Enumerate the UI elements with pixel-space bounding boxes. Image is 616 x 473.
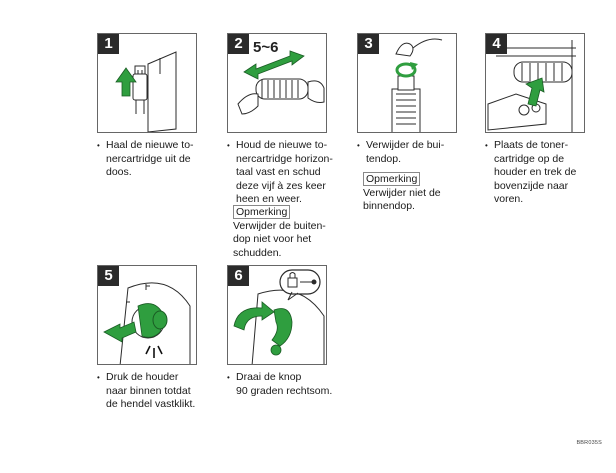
bullet: • xyxy=(97,141,100,150)
step-4-illustration: 4 xyxy=(485,33,585,133)
step-number: 4 xyxy=(486,34,507,54)
shake-count-label: 5~6 xyxy=(253,39,279,56)
bullet: • xyxy=(97,373,100,382)
step-4-text: Plaats de toner- cartridge op de houder … xyxy=(494,139,577,205)
bullet: • xyxy=(485,141,488,150)
step-2-illustration: 2 5~6 xyxy=(227,33,327,133)
step-2-text: Houd de nieuwe to- nercartridge horizon-… xyxy=(236,139,333,205)
step-6-illustration: 6 xyxy=(227,265,327,365)
step-number: 2 xyxy=(228,34,249,54)
step-3-note: Verwijder niet de binnendop. xyxy=(363,186,441,213)
figure-code: BBR035S xyxy=(576,440,602,446)
step-5-illustration: 5 xyxy=(97,265,197,365)
note-label: Opmerking xyxy=(233,205,291,219)
step-1-illustration: 1 xyxy=(97,33,197,133)
bullet: • xyxy=(357,141,360,150)
bullet: • xyxy=(227,373,230,382)
step-number: 6 xyxy=(228,266,249,286)
step-3-text: Verwijder de bui- tendop. xyxy=(366,139,445,165)
step-number: 5 xyxy=(98,266,119,286)
step-1-text: Haal de nieuwe to- nercartridge uit de d… xyxy=(106,139,194,178)
step-number: 3 xyxy=(358,34,379,54)
step-3-illustration: 3 xyxy=(357,33,457,133)
bullet: • xyxy=(227,141,230,150)
step-6-text: Draai de knop 90 graden rechtsom. xyxy=(236,371,333,397)
step-2-note: Verwijder de buiten- dop niet voor het s… xyxy=(233,219,326,259)
step-5-text: Druk de houder naar binnen totdat de hen… xyxy=(106,371,196,410)
step-number: 1 xyxy=(98,34,119,54)
note-label: Opmerking xyxy=(363,172,421,186)
